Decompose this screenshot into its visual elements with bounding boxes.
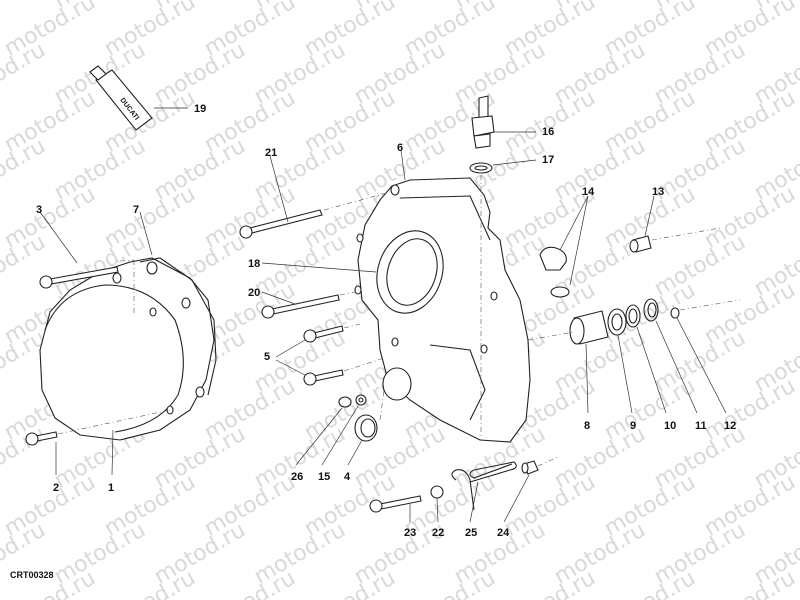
part-17-washer bbox=[469, 159, 537, 440]
callout-label-20: 20 bbox=[248, 287, 261, 299]
callout-label-21: 21 bbox=[265, 147, 278, 159]
callout-label-22: 22 bbox=[432, 527, 445, 539]
drawing-code: CRT00328 bbox=[10, 570, 54, 580]
callout-label-6: 6 bbox=[397, 142, 404, 154]
callout-label-7: 7 bbox=[133, 204, 140, 216]
callout-label-25: 25 bbox=[465, 527, 478, 539]
part-14-plug bbox=[539, 195, 589, 298]
part-15-washer bbox=[321, 394, 367, 466]
callout-label-5: 5 bbox=[264, 351, 271, 363]
callout-label-12: 12 bbox=[724, 420, 737, 432]
part-24-bushing bbox=[503, 455, 561, 523]
callout-label-2: 2 bbox=[53, 482, 60, 494]
part-21-long-bolt bbox=[239, 155, 391, 239]
part-26-plug bbox=[295, 396, 352, 466]
part-19-sealant-tube: DUCATI bbox=[89, 65, 188, 131]
part-2-short-bolt bbox=[25, 409, 171, 475]
part-3-long-bolt bbox=[39, 211, 135, 314]
callout-label-11: 11 bbox=[695, 420, 707, 432]
callout-label-19: 19 bbox=[194, 103, 207, 115]
callout-label-13: 13 bbox=[652, 186, 665, 198]
part-10-washer bbox=[625, 304, 667, 414]
callout-label-9: 9 bbox=[630, 420, 637, 432]
part-20-bolt bbox=[261, 291, 357, 319]
part-4-seal bbox=[347, 389, 385, 466]
callout-label-3: 3 bbox=[36, 204, 43, 216]
callout-label-4: 4 bbox=[344, 471, 351, 483]
part-16-sensor bbox=[471, 95, 536, 149]
callout-label-26: 26 bbox=[291, 471, 304, 483]
part-23-bolt bbox=[369, 495, 422, 522]
callout-label-17: 17 bbox=[542, 154, 555, 166]
callout-label-16: 16 bbox=[542, 126, 555, 138]
leader-7 bbox=[139, 211, 153, 256]
part-9-bearing bbox=[607, 308, 633, 414]
callout-label-14: 14 bbox=[582, 186, 595, 198]
part-22-washer bbox=[430, 485, 444, 523]
part-25-spring-clip bbox=[451, 461, 517, 523]
part-5-bolts bbox=[275, 323, 385, 386]
callout-label-8: 8 bbox=[584, 420, 591, 432]
part-8-sleeve bbox=[569, 310, 609, 414]
callout-label-10: 10 bbox=[664, 420, 677, 432]
callout-label-1: 1 bbox=[108, 482, 115, 494]
part-11-circlip bbox=[643, 298, 698, 414]
callout-label-18: 18 bbox=[248, 258, 261, 270]
callout-label-23: 23 bbox=[404, 527, 417, 539]
part-18-oil-seal bbox=[261, 230, 444, 314]
part-12-o-ring bbox=[527, 299, 741, 414]
callout-label-24: 24 bbox=[497, 527, 510, 539]
callout-label-15: 15 bbox=[318, 471, 331, 483]
part-13-bushing bbox=[629, 195, 721, 253]
part-1-clutch-cover bbox=[39, 257, 217, 476]
